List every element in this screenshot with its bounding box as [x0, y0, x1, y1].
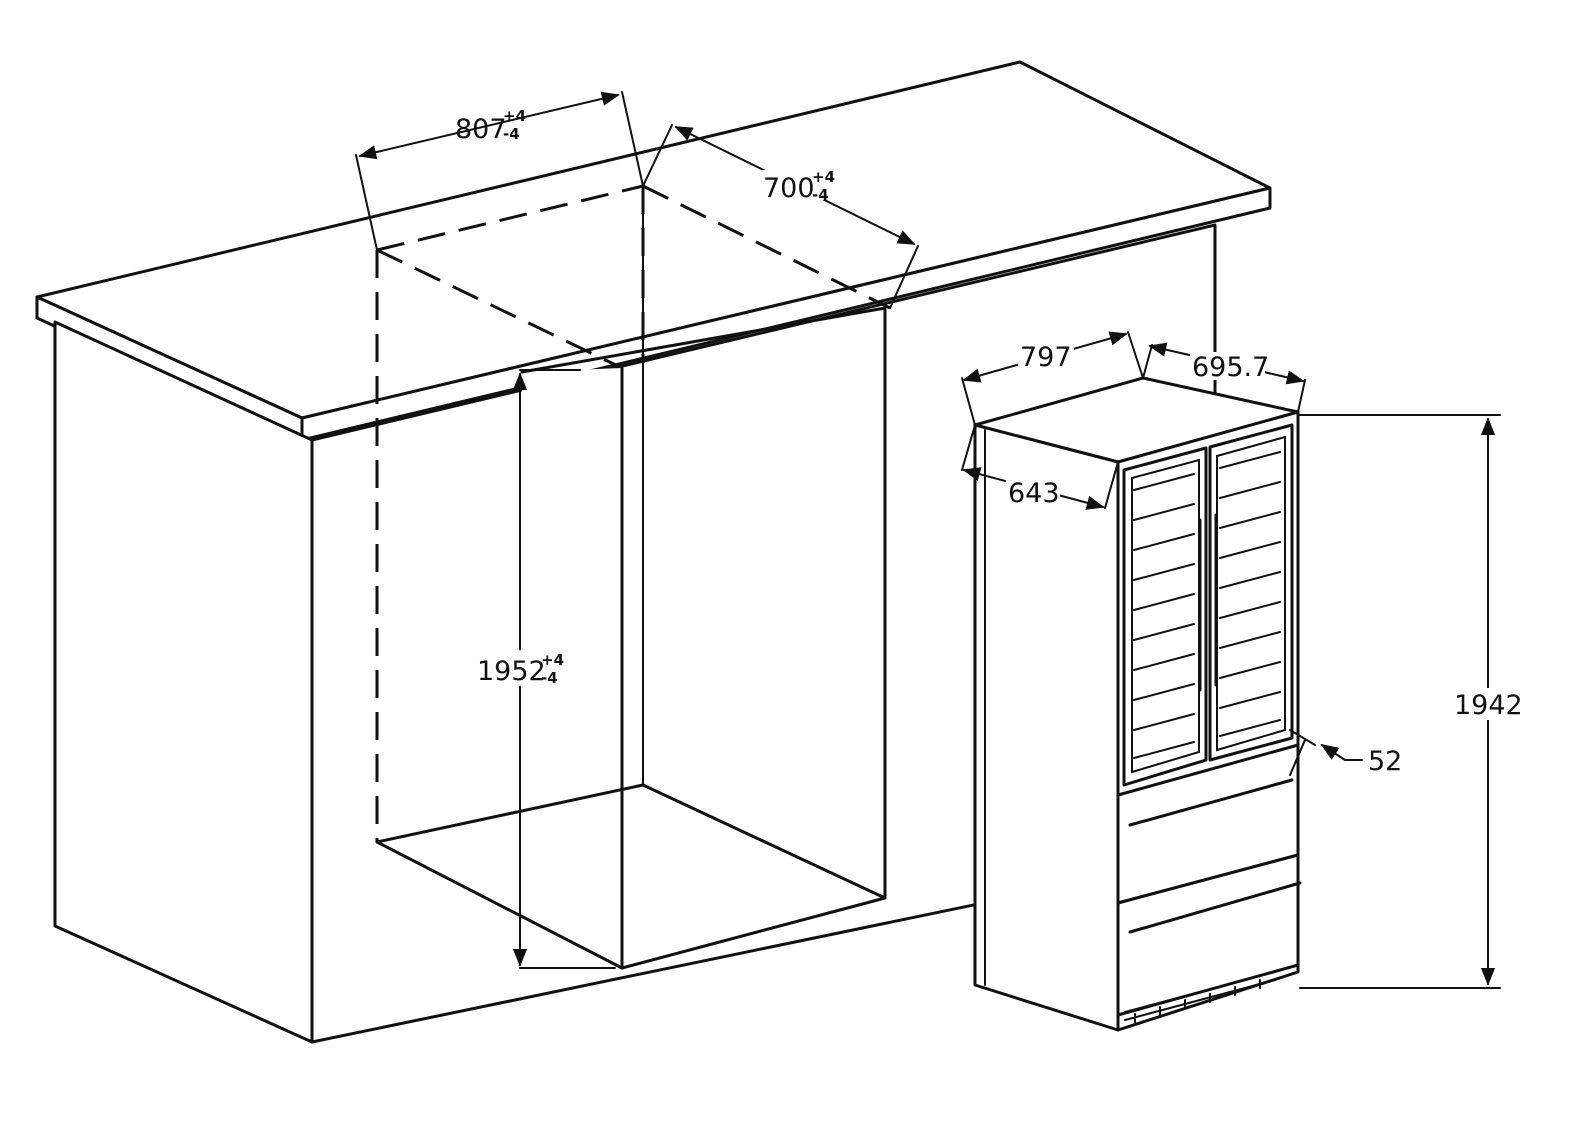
upper-drawer-handle [1128, 778, 1294, 827]
cooler-width-dimension: 797 [961, 331, 1144, 426]
cooler-side [973, 423, 1120, 1032]
cutout-width-dimension: 807 +4 -4 [355, 91, 644, 251]
cutout-width-tol-plus: +4 [503, 107, 526, 125]
door-offset-dimension: 52 [1289, 729, 1402, 777]
door-offset-label: 52 [1368, 746, 1402, 777]
right-door [1208, 423, 1294, 762]
left-door [1122, 446, 1208, 787]
cutout-width-label: 807 [455, 114, 507, 145]
cabinet-left-face [53, 320, 314, 1044]
cutout-width-tol-minus: -4 [503, 125, 520, 143]
cooler-depth-open-dimension: 695.7 [1142, 342, 1306, 413]
cutout-depth-tol-plus: +4 [812, 168, 835, 186]
cooler-height-label: 1942 [1454, 690, 1523, 721]
wine-shelves [1133, 451, 1281, 759]
cutout-height-dimension: 1952 +4 -4 [475, 369, 616, 969]
cutout-height-label: 1952 [477, 656, 546, 687]
cooler-height-dimension: 1942 [1299, 414, 1523, 989]
cutout-depth-tol-minus: -4 [812, 186, 829, 204]
cooler-depth-label: 643 [1008, 478, 1060, 509]
cutout-depth-label: 700 [763, 173, 815, 204]
vent-grille [1124, 971, 1276, 1023]
wine-cooler [973, 376, 1302, 1032]
lower-drawer-handle [1128, 881, 1302, 934]
cooler-depth-dimension: 643 [961, 424, 1119, 510]
cutout-depth-dimension: 700 +4 -4 [642, 124, 919, 309]
cooler-depth-open-label: 695.7 [1192, 352, 1269, 383]
cutout-height-tol-minus: -4 [541, 669, 558, 687]
cooler-width-label: 797 [1020, 342, 1072, 373]
cutout-height-tol-plus: +4 [541, 651, 564, 669]
